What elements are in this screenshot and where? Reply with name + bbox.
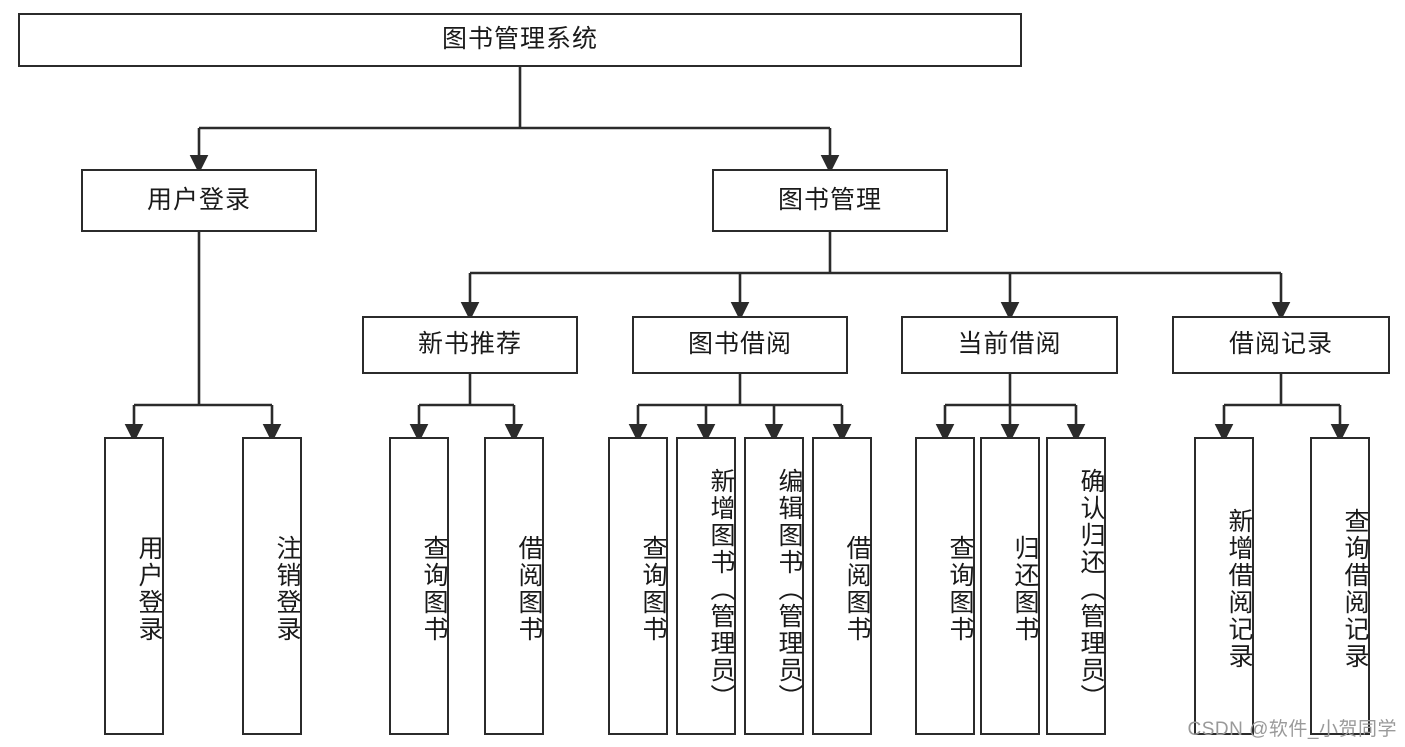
- leaf-query-book-2-label: 查询图书: [639, 535, 667, 643]
- node-current-borrow[interactable]: 当前借阅: [901, 316, 1118, 374]
- node-book-borrow-label: 图书借阅: [687, 330, 792, 359]
- node-borrow-record[interactable]: 借阅记录: [1172, 316, 1390, 374]
- leaf-edit-book[interactable]: 编辑图书（管理员）: [744, 437, 804, 735]
- leaf-user-logout-label: 注销登录: [273, 535, 301, 643]
- leaf-borrow-book-2[interactable]: 借阅图书: [812, 437, 872, 735]
- leaf-return-book[interactable]: 归还图书: [980, 437, 1040, 735]
- leaf-user-login-label: 用户登录: [135, 535, 163, 643]
- node-root[interactable]: 图书管理系统: [18, 13, 1022, 67]
- node-user-login[interactable]: 用户登录: [81, 169, 317, 232]
- leaf-query-record[interactable]: 查询借阅记录: [1310, 437, 1370, 735]
- leaf-borrow-book-1[interactable]: 借阅图书: [484, 437, 544, 735]
- leaf-query-book-1-label: 查询图书: [420, 535, 448, 643]
- leaf-confirm-return[interactable]: 确认归还（管理员）: [1046, 437, 1106, 735]
- leaf-add-record[interactable]: 新增借阅记录: [1194, 437, 1254, 735]
- leaf-confirm-return-label: 确认归还（管理员）: [1077, 467, 1105, 711]
- node-root-label: 图书管理系统: [441, 25, 598, 54]
- leaf-add-record-label: 新增借阅记录: [1225, 508, 1253, 670]
- node-book-manage-label: 图书管理: [777, 185, 882, 214]
- leaf-query-book-3[interactable]: 查询图书: [915, 437, 975, 735]
- watermark-text: CSDN @软件_小贺同学: [1187, 719, 1397, 740]
- leaf-add-book-label: 新增图书（管理员）: [707, 467, 735, 711]
- node-new-book-recommend-label: 新书推荐: [417, 330, 522, 359]
- leaf-query-book-1[interactable]: 查询图书: [389, 437, 449, 735]
- leaf-borrow-book-2-label: 借阅图书: [843, 535, 871, 643]
- node-book-manage[interactable]: 图书管理: [712, 169, 948, 232]
- leaf-edit-book-label: 编辑图书（管理员）: [775, 467, 803, 711]
- node-user-login-label: 用户登录: [146, 185, 251, 214]
- leaf-query-record-label: 查询借阅记录: [1341, 508, 1369, 670]
- leaf-add-book[interactable]: 新增图书（管理员）: [676, 437, 736, 735]
- node-new-book-recommend[interactable]: 新书推荐: [362, 316, 578, 374]
- leaf-borrow-book-1-label: 借阅图书: [515, 535, 543, 643]
- leaf-user-logout[interactable]: 注销登录: [242, 437, 302, 735]
- leaf-user-login[interactable]: 用户登录: [104, 437, 164, 735]
- leaf-query-book-2[interactable]: 查询图书: [608, 437, 668, 735]
- node-book-borrow[interactable]: 图书借阅: [632, 316, 848, 374]
- leaf-return-book-label: 归还图书: [1011, 535, 1039, 643]
- node-current-borrow-label: 当前借阅: [957, 330, 1062, 359]
- leaf-query-book-3-label: 查询图书: [946, 535, 974, 643]
- node-borrow-record-label: 借阅记录: [1228, 330, 1333, 359]
